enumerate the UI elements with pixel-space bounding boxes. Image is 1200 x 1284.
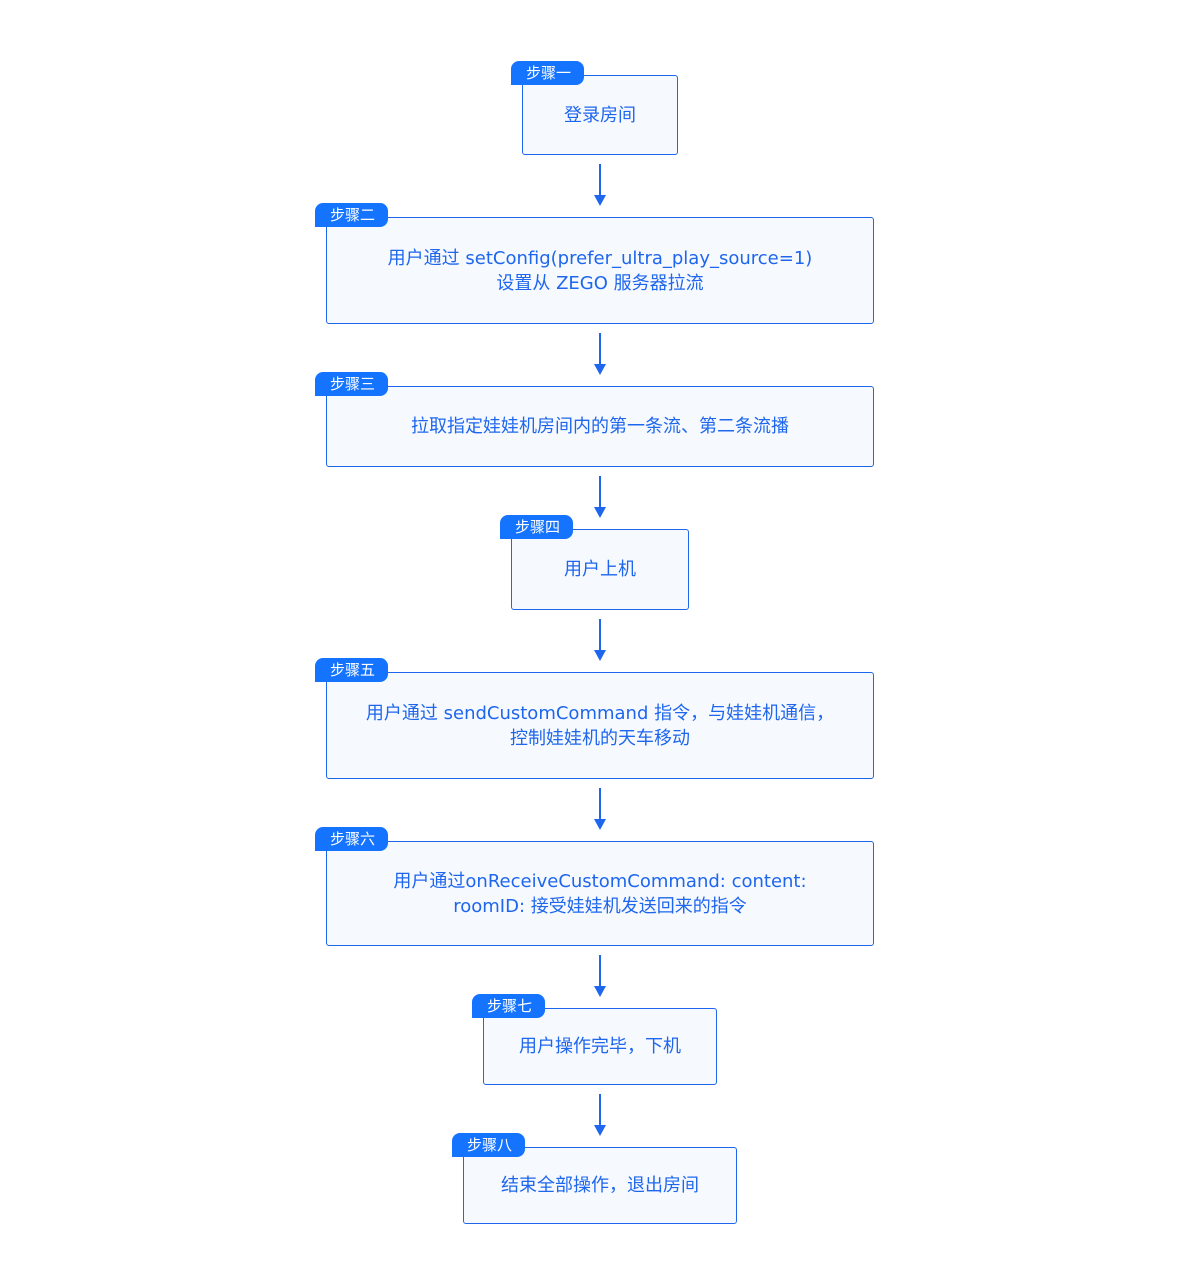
- arrow-6-to-7: [594, 955, 606, 997]
- arrow-1-to-2: [594, 164, 606, 206]
- step-2-line-1: 用户通过 setConfig(prefer_ultra_play_source=…: [387, 247, 813, 269]
- arrow-3-to-4: [594, 476, 606, 518]
- step-5-box: 步骤五 用户通过 sendCustomCommand 指令，与娃娃机通信， 控制…: [315, 658, 874, 779]
- step-1-line-1: 登录房间: [564, 104, 636, 126]
- step-2-badge: 步骤二: [315, 203, 389, 227]
- step-5-line-1: 用户通过 sendCustomCommand 指令，与娃娃机通信，: [365, 702, 835, 724]
- step-5-badge: 步骤五: [315, 658, 389, 682]
- step-7-box: 步骤七 用户操作完毕，下机: [472, 994, 717, 1085]
- step-8-box: 步骤八 结束全部操作，退出房间: [452, 1133, 737, 1224]
- step-2-line-2: 设置从 ZEGO 服务器拉流: [496, 272, 704, 294]
- step-3-text: 拉取指定娃娃机房间内的第一条流、第二条流播: [395, 414, 805, 439]
- step-6-text: 用户通过onReceiveCustomCommand: content: roo…: [377, 869, 822, 919]
- step-5-text: 用户通过 sendCustomCommand 指令，与娃娃机通信， 控制娃娃机的…: [350, 701, 850, 751]
- step-4-text: 用户上机: [548, 557, 652, 582]
- step-7-line-1: 用户操作完毕，下机: [519, 1036, 681, 1057]
- step-3-box: 步骤三 拉取指定娃娃机房间内的第一条流、第二条流播: [315, 372, 874, 467]
- step-1-badge: 步骤一: [511, 61, 585, 85]
- step-3-badge: 步骤三: [315, 372, 389, 396]
- step-7-badge: 步骤七: [472, 994, 546, 1018]
- step-2-box: 步骤二 用户通过 setConfig(prefer_ultra_play_sou…: [315, 203, 874, 324]
- step-8-text: 结束全部操作，退出房间: [485, 1173, 715, 1198]
- arrow-4-to-5: [594, 619, 606, 661]
- step-5-line-2: 控制娃娃机的天车移动: [509, 727, 690, 749]
- step-8-line-1: 结束全部操作，退出房间: [501, 1175, 699, 1196]
- step-6-line-1: 用户通过onReceiveCustomCommand: content:: [393, 870, 807, 892]
- step-4-badge: 步骤四: [500, 515, 574, 539]
- arrow-5-to-6: [594, 788, 606, 830]
- step-6-badge: 步骤六: [315, 827, 389, 851]
- step-4-box: 步骤四 用户上机: [500, 515, 689, 610]
- arrow-7-to-8: [594, 1094, 606, 1136]
- step-6-box: 步骤六 用户通过onReceiveCustomCommand: content:…: [315, 827, 874, 946]
- step-8-badge: 步骤八: [452, 1133, 526, 1157]
- arrow-2-to-3: [594, 333, 606, 375]
- step-7-text: 用户操作完毕，下机: [503, 1034, 697, 1059]
- step-6-line-2: roomID: 接受娃娃机发送回来的指令: [453, 895, 747, 917]
- step-4-line-1: 用户上机: [564, 559, 636, 580]
- step-1-box: 步骤一 登录房间: [511, 61, 678, 155]
- step-1-text: 登录房间: [548, 103, 652, 128]
- step-2-text: 用户通过 setConfig(prefer_ultra_play_source=…: [372, 246, 829, 296]
- step-3-line-1: 拉取指定娃娃机房间内的第一条流、第二条流播: [411, 416, 789, 437]
